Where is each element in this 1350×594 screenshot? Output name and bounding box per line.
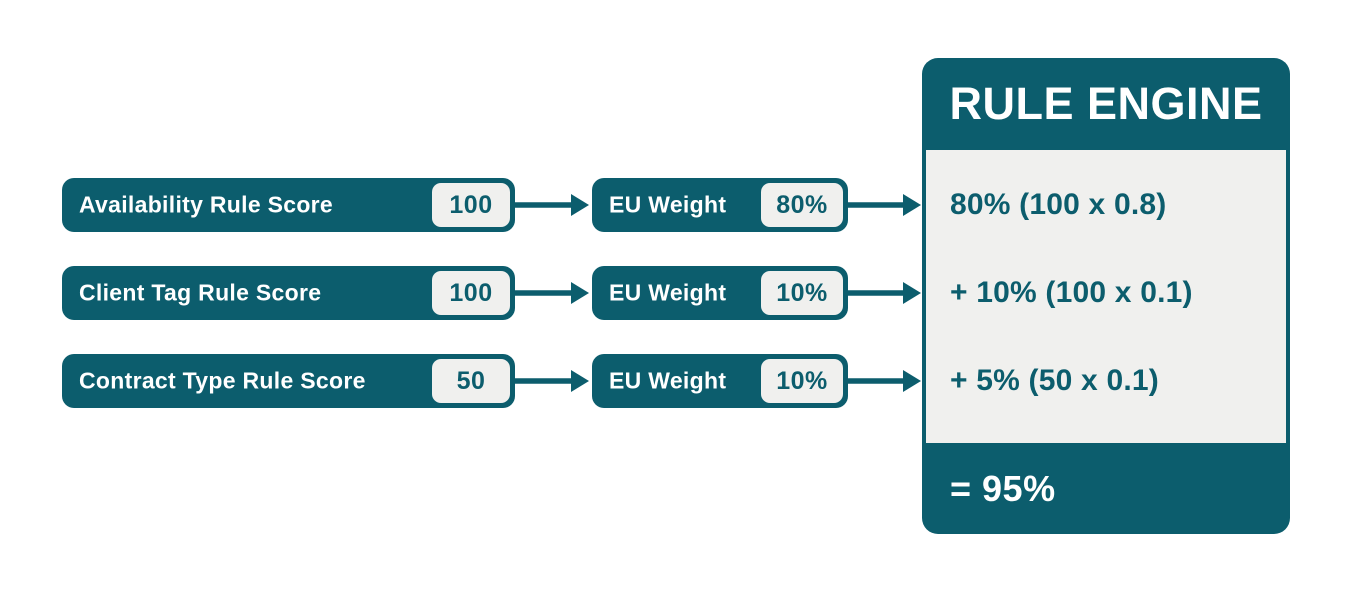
score-pill-availability: Availability Rule Score 100 xyxy=(62,178,515,232)
formula-line: + 5% (50 x 0.1) xyxy=(950,364,1159,397)
result-total: = 95% xyxy=(950,467,1056,509)
weight-value: 80% xyxy=(761,183,843,227)
rule-engine-title: RULE ENGINE xyxy=(949,78,1263,129)
score-pill-contract-type: Contract Type Rule Score 50 xyxy=(62,354,515,408)
score-pill-client-tag: Client Tag Rule Score 100 xyxy=(62,266,515,320)
weight-pill-label: EU Weight xyxy=(609,191,727,218)
arrow-right-icon xyxy=(845,370,921,392)
weight-pill-client-tag: EU Weight 10% xyxy=(592,266,848,320)
rule-engine-box: RULE ENGINE 80% (100 x 0.8) + 10% (100 x… xyxy=(922,58,1290,534)
score-pill-label: Contract Type Rule Score xyxy=(79,367,366,394)
formula-line: 80% (100 x 0.8) xyxy=(950,188,1167,221)
score-pill-label: Availability Rule Score xyxy=(79,191,334,218)
score-value: 50 xyxy=(432,359,510,403)
weight-value: 10% xyxy=(761,359,843,403)
arrow-right-icon xyxy=(513,282,589,304)
weight-pill-availability: EU Weight 80% xyxy=(592,178,848,232)
arrow-right-icon xyxy=(513,370,589,392)
arrow-right-icon xyxy=(845,194,921,216)
score-value: 100 xyxy=(432,271,510,315)
weight-value: 10% xyxy=(761,271,843,315)
score-pill-label: Client Tag Rule Score xyxy=(79,279,322,306)
arrow-right-icon xyxy=(513,194,589,216)
arrow-right-icon xyxy=(845,282,921,304)
weight-pill-contract-type: EU Weight 10% xyxy=(592,354,848,408)
score-value: 100 xyxy=(432,183,510,227)
weight-pill-label: EU Weight xyxy=(609,367,727,394)
rule-engine-calculations: 80% (100 x 0.8) + 10% (100 x 0.1) + 5% (… xyxy=(926,150,1286,443)
weight-pill-label: EU Weight xyxy=(609,279,727,306)
formula-line: + 10% (100 x 0.1) xyxy=(950,276,1193,309)
